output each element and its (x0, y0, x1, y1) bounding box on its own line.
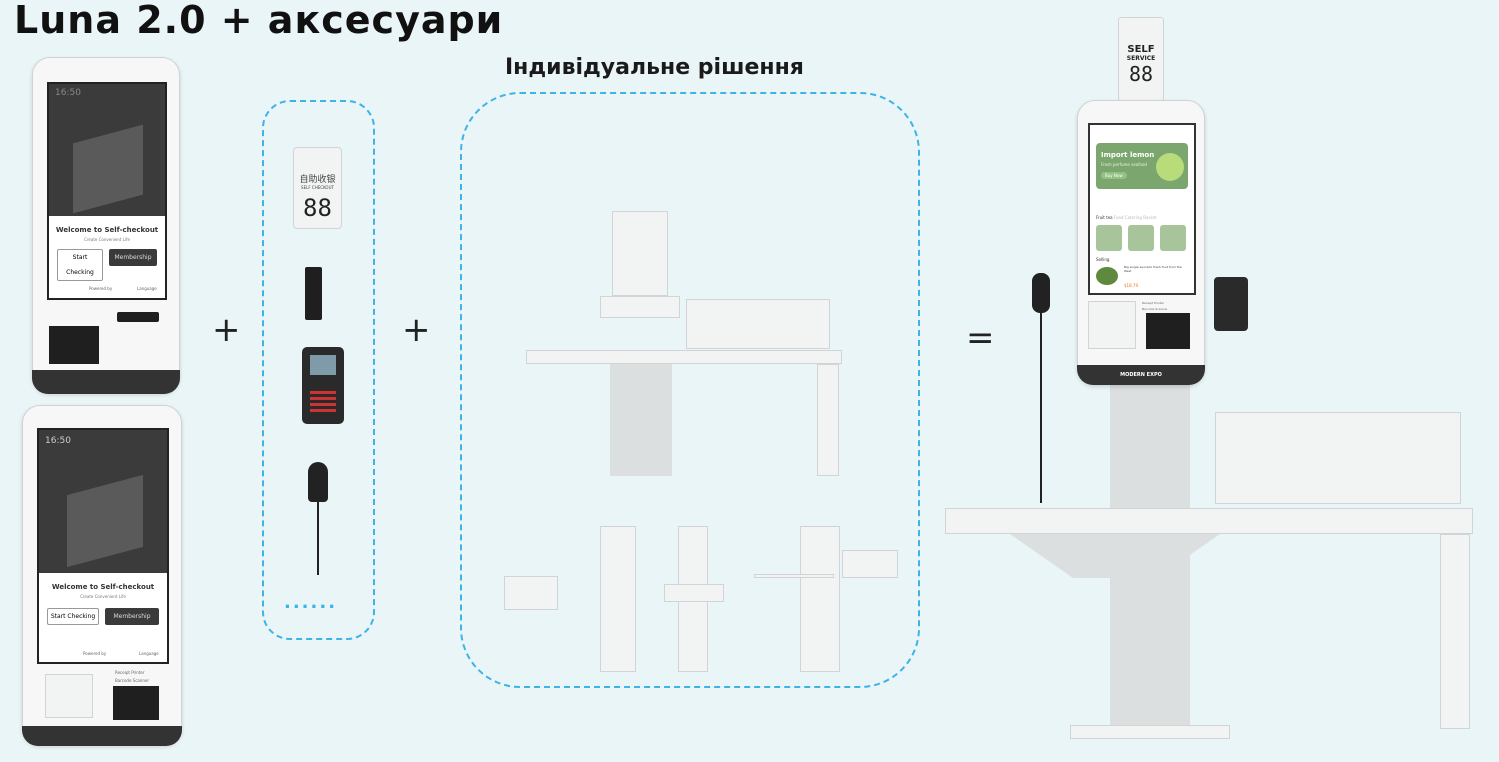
terminal-screen (310, 355, 336, 375)
category-tabs[interactable]: Fruit tea Food Catering Basket (1096, 215, 1157, 220)
table-leg (1440, 534, 1470, 729)
product-tile[interactable] (1096, 225, 1122, 251)
payment-terminal-accessory (302, 347, 344, 424)
product-tile[interactable] (1160, 225, 1186, 251)
avocado-image (1096, 267, 1118, 285)
display-en-text: SELF CHECKOUT (301, 185, 334, 190)
page-title: Luna 2.0 + аксесуари (14, 0, 504, 42)
payment-slot (49, 326, 99, 364)
barcode-label: Barcode Scanner (1142, 307, 1168, 311)
brand-logo: MODERN EXPO (1077, 365, 1205, 385)
selling-heading: Selling (1096, 257, 1110, 262)
equals-sign: = (966, 318, 995, 358)
pillar-part (600, 526, 636, 672)
kiosk-screen: 16:50 Welcome to Self-checkout Create Co… (37, 428, 169, 664)
kiosk-base (22, 726, 182, 746)
membership-button[interactable]: Membership (109, 249, 157, 266)
mount-bracket (600, 296, 680, 318)
clock: 16:50 (55, 88, 81, 98)
table-top (526, 350, 842, 364)
kiosk-app-screen: Import lemon Fresh perfume seafood Buy N… (1088, 123, 1196, 295)
shelf-part (754, 574, 834, 578)
language-link[interactable]: Language (137, 286, 157, 291)
powered-by: Powered by (83, 651, 107, 656)
table-leg (817, 364, 839, 476)
handheld-scanner (1032, 273, 1050, 313)
start-checking-button[interactable]: Start Checking (57, 249, 103, 281)
illustration (67, 474, 143, 568)
custom-solution-group (460, 92, 920, 688)
display-cn-text: 自助收银 (299, 175, 336, 185)
kiosk-base (32, 370, 180, 394)
tab-food[interactable]: Food (1113, 215, 1124, 220)
tagline: Create Convenient Life (80, 594, 126, 599)
bin-part (504, 576, 558, 610)
receipt-label: Receipt Printer (115, 670, 145, 675)
payment-terminal (1214, 277, 1248, 331)
tab-catering[interactable]: Catering (1124, 215, 1142, 220)
mount-frame (612, 211, 668, 296)
sign-line1: SELF (1127, 44, 1155, 55)
kiosk-foot (1070, 725, 1230, 739)
clock: 16:50 (45, 436, 71, 446)
welcome-panel: Welcome to Self-checkout Create Convenie… (49, 216, 165, 298)
receipt-printer (1088, 301, 1136, 349)
language-link[interactable]: Language (139, 651, 159, 656)
section-subtitle: Індивідуальне рішення (505, 55, 804, 80)
receipt-printer (45, 674, 93, 718)
product-price: $18.79 (1124, 283, 1138, 288)
tab-fruit-tea[interactable]: Fruit tea (1096, 215, 1113, 220)
welcome-text: Welcome to Self-checkout (51, 583, 155, 591)
kiosk-screen: 16:50 Welcome to Self-checkout Create Co… (47, 82, 167, 300)
barcode-label: Barcode Scanner (115, 678, 150, 683)
receipt-label: Receipt Printer (1142, 301, 1165, 305)
stand-bracket-part (664, 584, 724, 602)
sign-digits: 88 (1128, 62, 1154, 86)
scanner-cable (317, 500, 319, 575)
table-pillar (610, 364, 672, 476)
display-digits: 88 (303, 194, 332, 222)
more-accessories: ...... (284, 592, 338, 613)
product-tile[interactable] (1128, 225, 1154, 251)
tagline: Create Convenient Life (84, 237, 130, 242)
scanner-window (1146, 313, 1190, 349)
powered-by: Powered by (89, 286, 113, 291)
accessories-group: 自助收银 SELF CHECKOUT 88 ...... (262, 100, 375, 640)
illustration (73, 124, 143, 214)
buy-now-button[interactable]: Buy Now (1101, 172, 1127, 179)
membership-button[interactable]: Membership (105, 608, 159, 625)
handheld-scanner-accessory (308, 462, 328, 502)
self-service-sign: SELF SERVICE 88 (1118, 17, 1164, 101)
bagging-bin (1215, 412, 1461, 504)
welcome-text: Welcome to Self-checkout (55, 226, 159, 234)
card-reader-slot (117, 312, 159, 322)
promo-banner[interactable]: Import lemon Fresh perfume seafood Buy N… (1096, 143, 1188, 189)
shelf-bin-part (842, 550, 898, 578)
kiosk-head: Import lemon Fresh perfume seafood Buy N… (1077, 100, 1205, 385)
banner-title: Import lemon (1101, 151, 1155, 159)
shelf-pillar-part (800, 526, 840, 672)
product-description: Big single avocado fresh fruit from the … (1124, 265, 1182, 273)
plus-sign: + (212, 310, 241, 350)
table-top (945, 508, 1473, 534)
card-reader-accessory (305, 267, 322, 320)
barcode-scanner-window (113, 686, 159, 720)
customer-display-accessory: 自助收银 SELF CHECKOUT 88 (293, 147, 342, 229)
luna-kiosk-printer-version: 16:50 Welcome to Self-checkout Create Co… (22, 405, 182, 746)
terminal-keypad (310, 391, 336, 415)
scanner-cable (1040, 313, 1042, 503)
luna-kiosk-scanner-version: 16:50 Welcome to Self-checkout Create Co… (32, 57, 180, 394)
tab-basket[interactable]: Basket (1143, 215, 1157, 220)
bagging-bin (686, 299, 830, 349)
banner-subtitle: Fresh perfume seafood (1101, 162, 1147, 167)
assembled-kiosk: SELF SERVICE 88 Import lemon Fresh perfu… (940, 15, 1480, 750)
welcome-panel: Welcome to Self-checkout Create Convenie… (39, 573, 167, 662)
plus-sign: + (402, 310, 431, 350)
sign-line2: SERVICE (1126, 55, 1156, 62)
lemon-image (1156, 153, 1184, 181)
start-checking-button[interactable]: Start Checking (47, 608, 99, 625)
